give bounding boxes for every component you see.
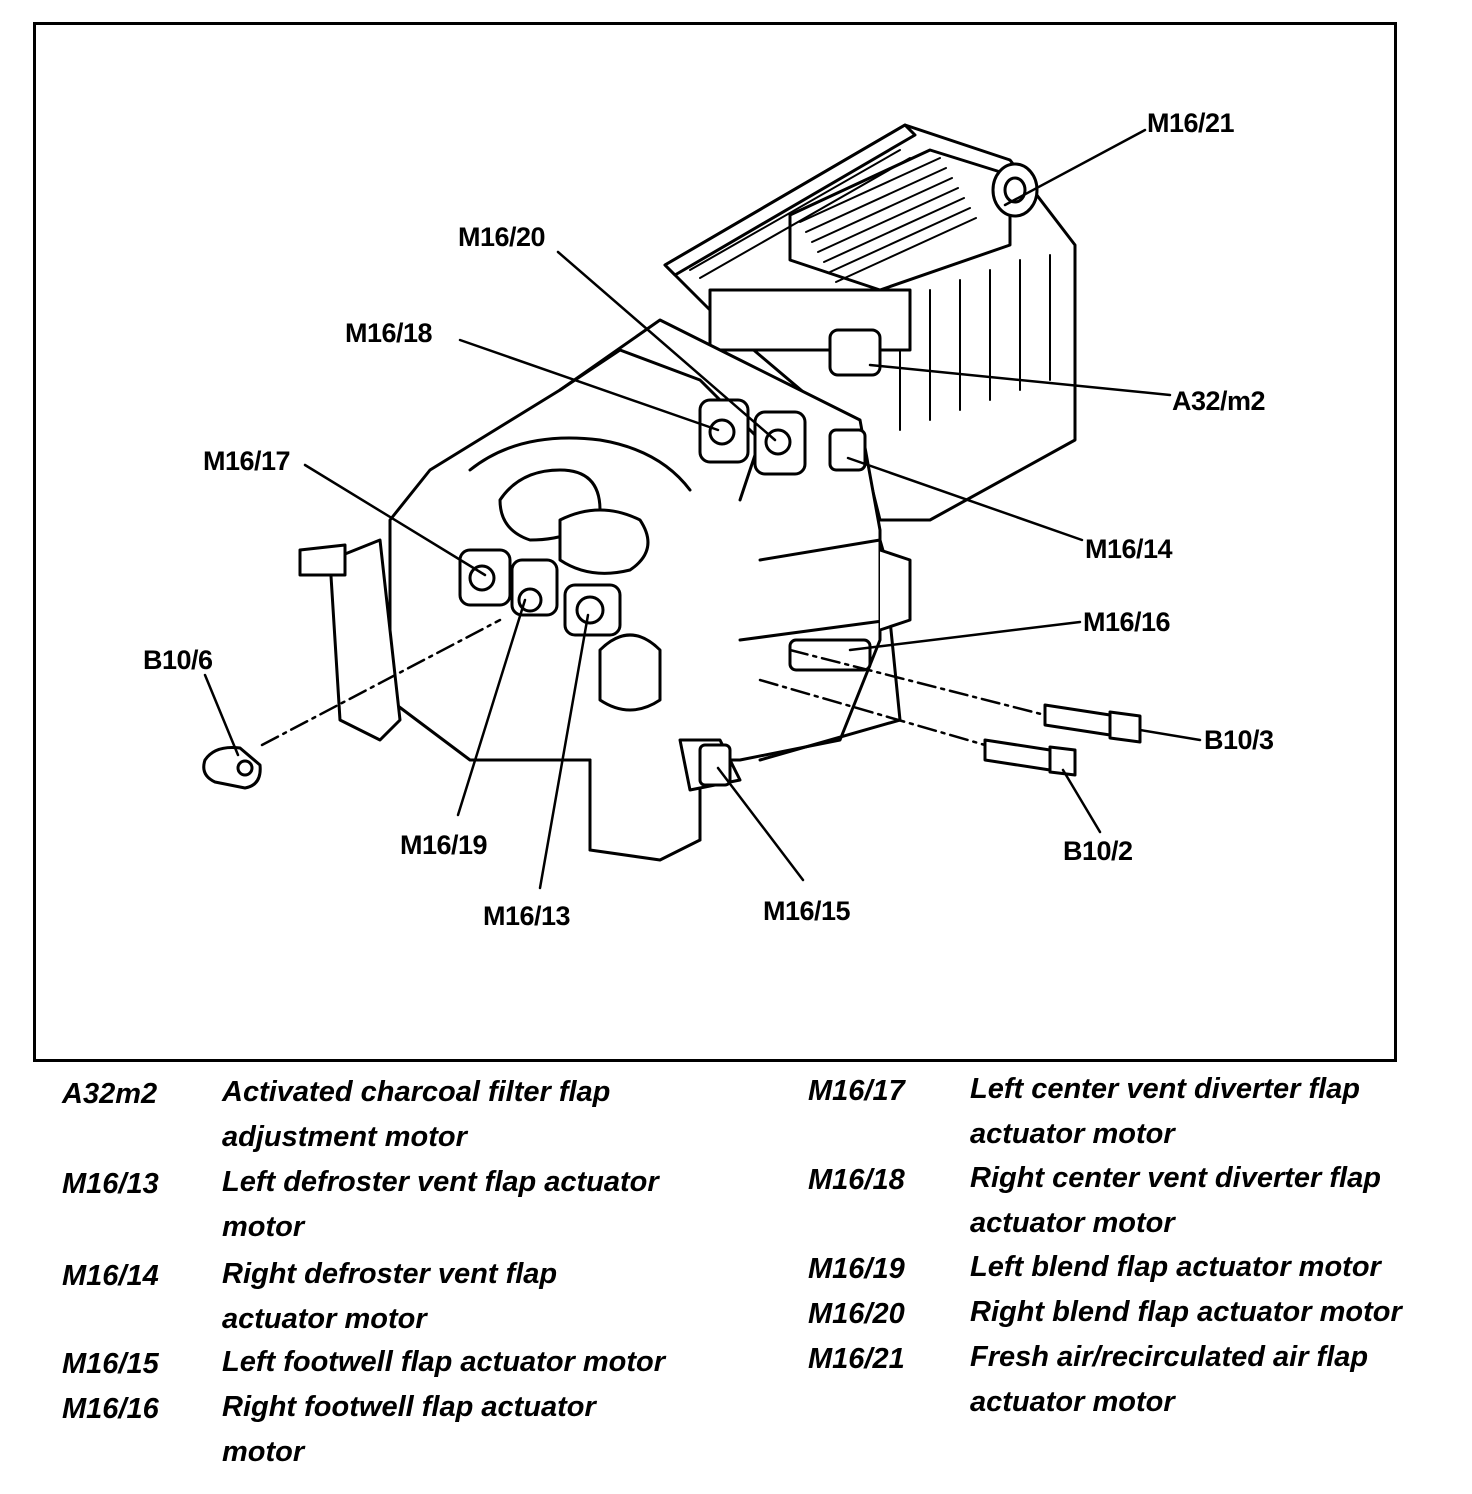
- motor-m16-19-icon: [510, 558, 559, 617]
- legend-code: M16/18: [808, 1164, 905, 1196]
- callout-m16-19: M16/19: [400, 830, 488, 860]
- leader-lines: [203, 128, 1202, 890]
- callout-m16-14: M16/14: [1085, 534, 1173, 564]
- callout-m16-18: M16/18: [345, 318, 433, 348]
- sensors: [202, 703, 1142, 790]
- sensor-b10-2-icon: [983, 738, 1077, 777]
- callout-b10-3: B10/3: [1204, 725, 1274, 755]
- legend-desc: Left center vent diverter flap actuator …: [970, 1073, 1360, 1150]
- motor-m16-18-icon: [698, 398, 750, 464]
- legend-desc: Right center vent diverter flap actuator…: [970, 1162, 1381, 1239]
- callout-m16-15: M16/15: [763, 896, 851, 926]
- sensor-b10-3-icon: [1043, 703, 1142, 744]
- legend-desc: Right defroster vent flap actuator motor: [222, 1258, 558, 1335]
- legend-desc: Right footwell flap actuator motor: [222, 1391, 596, 1468]
- motor-m16-20-icon: [753, 410, 807, 476]
- legend-desc: Left defroster vent flap actuator motor: [222, 1166, 659, 1243]
- diagram-frame: [33, 22, 1397, 1062]
- blower-housing: [663, 123, 1077, 522]
- legend-desc: Fresh air/recirculated air flap actuator…: [970, 1341, 1369, 1418]
- installation-lines: [260, 618, 1047, 747]
- motor-m16-14-icon: [828, 428, 867, 472]
- legend-code: M16/17: [808, 1075, 905, 1107]
- legend-code: A32m2: [62, 1078, 158, 1110]
- callout-a32-m2: A32/m2: [1172, 386, 1266, 416]
- callout-m16-13: M16/13: [483, 901, 571, 931]
- legend-code: M16/15: [62, 1348, 159, 1380]
- callout-b10-6: B10/6: [143, 645, 213, 675]
- legend-code: M16/14: [62, 1260, 159, 1292]
- legend-desc: Right blend flap actuator motor: [970, 1296, 1402, 1328]
- legend-code: M16/16: [62, 1393, 159, 1425]
- motor-m16-17-icon: [458, 548, 512, 607]
- legend-code: M16/20: [808, 1298, 905, 1330]
- legend-desc: Left blend flap actuator motor: [970, 1251, 1381, 1283]
- legend-code: M16/21: [808, 1343, 905, 1375]
- motor-a32-m2-icon: [828, 328, 882, 377]
- callout-b10-2: B10/2: [1063, 836, 1133, 866]
- callout-m16-20: M16/20: [458, 222, 546, 252]
- legend-code: M16/19: [808, 1253, 905, 1285]
- callout-m16-16: M16/16: [1083, 607, 1171, 637]
- motor-m16-13-icon: [563, 583, 622, 637]
- actuator-motors: [458, 328, 882, 787]
- sensor-b10-6-icon: [202, 746, 262, 790]
- legend-desc: Left footwell flap actuator motor: [222, 1346, 666, 1378]
- legend-desc: Activated charcoal filter flap adjustmen…: [222, 1076, 611, 1153]
- hvac-housing-illustration: [202, 123, 1202, 890]
- motor-m16-16-icon: [788, 638, 872, 672]
- callout-m16-17: M16/17: [203, 446, 291, 476]
- legend-code: M16/13: [62, 1168, 159, 1200]
- callout-m16-21: M16/21: [1147, 108, 1235, 138]
